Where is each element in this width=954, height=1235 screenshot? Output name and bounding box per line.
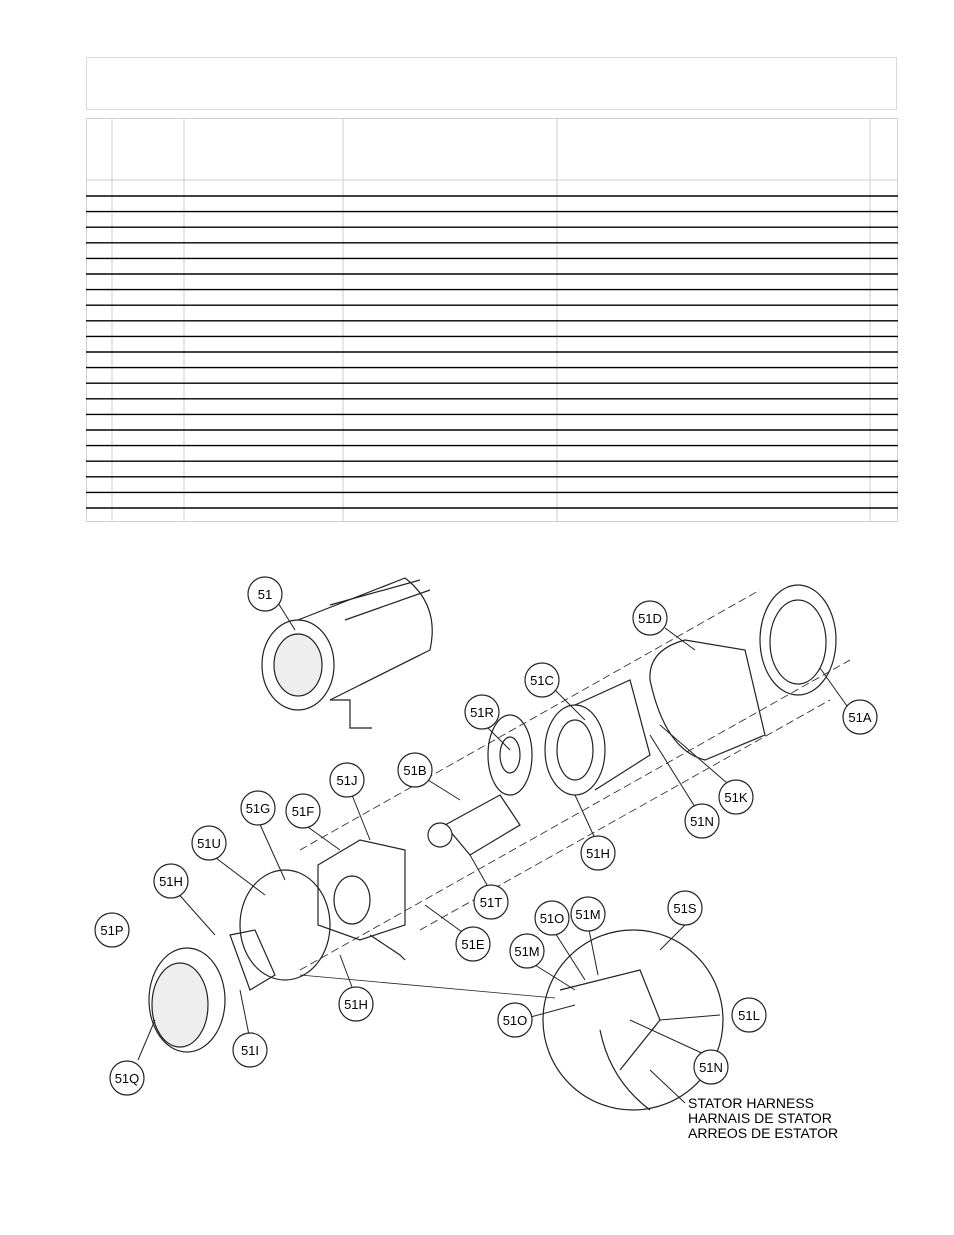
callout-51G: 51G bbox=[240, 790, 276, 826]
callout-51J: 51J bbox=[329, 762, 365, 798]
callout-label: 51T bbox=[480, 895, 502, 910]
callout-51N-bottom: 51N bbox=[693, 1049, 729, 1085]
callout-label: 51R bbox=[470, 705, 494, 720]
callout-51F: 51F bbox=[285, 793, 321, 829]
callout-51L: 51L bbox=[731, 997, 767, 1033]
callout-label: 51N bbox=[699, 1060, 723, 1075]
callout-51B: 51B bbox=[397, 752, 433, 788]
callout-51O-top: 51O bbox=[534, 900, 570, 936]
callout-label: 51F bbox=[292, 804, 314, 819]
rotor-illustration bbox=[427, 794, 521, 856]
stator-harness-label-en: STATOR HARNESS bbox=[688, 1095, 814, 1111]
callout-label: 51G bbox=[246, 801, 271, 816]
rear-end-bell-illustration bbox=[759, 584, 837, 696]
callout-label: 51N bbox=[690, 814, 714, 829]
table-header-box bbox=[86, 57, 897, 110]
callout-label: 51S bbox=[673, 901, 696, 916]
stator-cover-illustration bbox=[649, 639, 766, 761]
callout-label: 51J bbox=[337, 773, 358, 788]
rear-cover-illustration bbox=[148, 947, 226, 1053]
callout-label: 51M bbox=[575, 907, 600, 922]
parts-table-grid bbox=[86, 118, 898, 522]
callout-label: 51O bbox=[540, 911, 565, 926]
callout-label: 51B bbox=[403, 763, 426, 778]
callout-label: 51H bbox=[586, 846, 610, 861]
callout-51P: 51P bbox=[94, 912, 130, 948]
exploded-parts-diagram: 51 51D 51A 51C 51R 51B 51J 51F 51G 51U 5… bbox=[94, 576, 878, 1141]
callout-label: 51D bbox=[638, 611, 662, 626]
callout-51A: 51A bbox=[842, 699, 878, 735]
callout-51I: 51I bbox=[232, 1032, 268, 1068]
callout-51D: 51D bbox=[632, 600, 668, 636]
callout-51H-left: 51H bbox=[153, 863, 189, 899]
front-end-bell-illustration bbox=[317, 839, 406, 961]
callout-label: 51H bbox=[159, 874, 183, 889]
callout-51H-top: 51H bbox=[580, 835, 616, 871]
callout-51K: 51K bbox=[718, 779, 754, 815]
callout-label: 51M bbox=[514, 944, 539, 959]
callout-51H-bottom: 51H bbox=[338, 986, 374, 1022]
callout-51M-left: 51M bbox=[509, 933, 545, 969]
callout-51O-left: 51O bbox=[497, 1002, 533, 1038]
callout-label: 51P bbox=[100, 923, 123, 938]
callout-label: 51C bbox=[530, 673, 554, 688]
callout-51S: 51S bbox=[667, 890, 703, 926]
callout-label: 51A bbox=[848, 710, 871, 725]
assembled-generator-illustration bbox=[261, 577, 433, 729]
stator-harness-detail-circle bbox=[542, 929, 724, 1111]
callout-51M-top: 51M bbox=[570, 896, 606, 932]
rotor-fan-illustration bbox=[487, 714, 533, 796]
callout-51R: 51R bbox=[464, 694, 500, 730]
callout-label: 51Q bbox=[115, 1071, 140, 1086]
stator-harness-label-fr: HARNAIS DE STATOR bbox=[688, 1110, 832, 1126]
callout-label: 51H bbox=[344, 997, 368, 1012]
callout-51Q: 51Q bbox=[109, 1060, 145, 1096]
callout-label: 51K bbox=[724, 790, 747, 805]
callout-51N-top: 51N bbox=[684, 803, 720, 839]
callout-51: 51 bbox=[247, 576, 283, 612]
callout-51T: 51T bbox=[473, 884, 509, 920]
stator-illustration bbox=[544, 679, 651, 796]
callout-51C: 51C bbox=[524, 662, 560, 698]
callout-51E: 51E bbox=[455, 926, 491, 962]
stator-harness-label-es: ARREOS DE ESTATOR bbox=[688, 1125, 838, 1141]
parts-list-table bbox=[86, 118, 898, 522]
callout-label: 51 bbox=[258, 587, 272, 602]
callout-label: 51U bbox=[197, 836, 221, 851]
callout-51U: 51U bbox=[191, 825, 227, 861]
brush-holder-illustration bbox=[229, 869, 331, 991]
callout-label: 51I bbox=[241, 1043, 259, 1058]
callout-label: 51O bbox=[503, 1013, 528, 1028]
callout-label: 51L bbox=[738, 1008, 760, 1023]
callout-label: 51E bbox=[461, 937, 484, 952]
